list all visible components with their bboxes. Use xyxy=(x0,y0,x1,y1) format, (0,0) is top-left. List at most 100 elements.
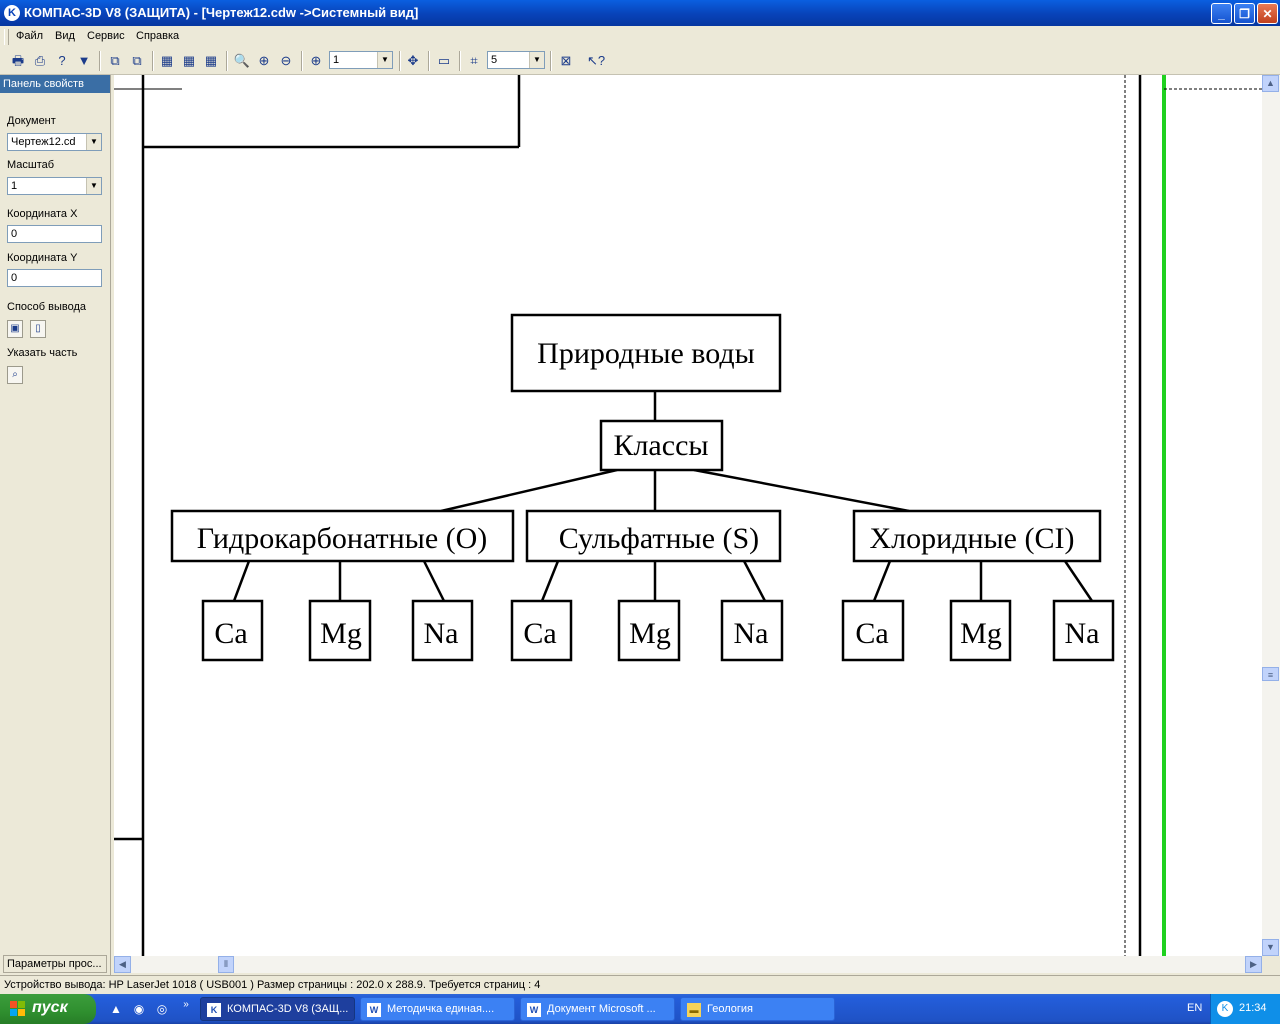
quicklaunch-media-icon[interactable]: ◎ xyxy=(156,1002,168,1016)
toolbar-separator xyxy=(152,51,154,71)
zoom-scale-icon[interactable]: ⊕ xyxy=(310,53,322,68)
scroll-down-button[interactable]: ▼ xyxy=(1262,939,1279,956)
grid-layout-3-icon[interactable]: ▦ xyxy=(204,53,218,68)
output-fit-icon[interactable]: ▣ xyxy=(7,320,23,338)
scale-label: Масштаб xyxy=(7,159,55,171)
exit-preview-icon[interactable]: ⊠ xyxy=(560,53,572,68)
toolbar-separator xyxy=(459,51,461,71)
document-select[interactable]: Чертеж12.cd ▼ xyxy=(7,133,102,151)
leaf-node: Ca xyxy=(201,599,264,662)
scrollbar-corner xyxy=(1262,956,1280,973)
x-coordinate-value: 0 xyxy=(11,228,18,240)
x-coordinate-field[interactable]: 0 xyxy=(7,225,102,243)
toolbar-separator xyxy=(428,51,430,71)
group-label: Хлоридные (CI) xyxy=(870,522,1075,555)
leaf-node: Ca xyxy=(841,599,905,662)
x-coordinate-label: Координата X xyxy=(7,208,78,220)
status-bar: Устройство вывода: HP LaserJet 1018 ( US… xyxy=(0,975,1280,995)
restore-button[interactable]: ❐ xyxy=(1234,3,1255,24)
help-page-icon[interactable]: ? xyxy=(58,53,66,68)
chevron-down-icon[interactable]: ▼ xyxy=(529,52,544,68)
zoom-out-icon[interactable]: ⊖ xyxy=(280,53,292,68)
sheet-icon[interactable]: ▭ xyxy=(437,53,451,68)
root-node-label: Природные воды xyxy=(537,337,755,370)
chevron-down-icon[interactable]: ▼ xyxy=(86,178,101,194)
scroll-right-button[interactable]: ▶ xyxy=(1245,956,1262,973)
task-kompas[interactable]: K КОМПАС-3D V8 (ЗАЩ... xyxy=(200,997,355,1021)
leaf-label: Na xyxy=(734,617,769,650)
quicklaunch-more-icon[interactable]: » xyxy=(183,999,189,1010)
close-button[interactable]: ✕ xyxy=(1257,3,1278,24)
y-coordinate-label: Координата Y xyxy=(7,252,78,264)
paste-sheets-icon[interactable]: ⧉ xyxy=(132,53,142,68)
scroll-left-button[interactable]: ◀ xyxy=(114,956,131,973)
output-page-icon[interactable]: ▯ xyxy=(30,320,46,338)
leaf-node: Na xyxy=(720,599,784,662)
start-button[interactable]: пуск xyxy=(0,994,96,1024)
kompas-task-icon: K xyxy=(207,1003,221,1017)
menu-view[interactable]: Вид xyxy=(55,30,75,42)
task-label: Геология xyxy=(707,1003,753,1015)
leaf-label: Mg xyxy=(629,617,671,650)
menu-grip xyxy=(4,29,9,45)
print-icon[interactable]: 🖶 xyxy=(11,53,25,68)
menu-help[interactable]: Справка xyxy=(136,30,180,42)
drawing-canvas[interactable]: Природные воды Классы Гидрокарбонатные (… xyxy=(114,75,1262,956)
group-node-bicarbonate: Гидрокарбонатные (О) xyxy=(170,509,515,563)
classes-node: Классы xyxy=(599,419,724,472)
word-icon: W xyxy=(527,1003,541,1017)
leaf-node: Ca xyxy=(510,599,573,662)
minimize-button[interactable]: _ xyxy=(1211,3,1232,24)
vertical-scroll-thumb[interactable]: ≡ xyxy=(1262,667,1279,681)
menu-service[interactable]: Сервис xyxy=(87,30,125,42)
connector xyxy=(440,468,618,513)
task-word-doc-2[interactable]: W Документ Microsoft ... xyxy=(520,997,675,1021)
task-folder[interactable]: ▬ Геология xyxy=(680,997,835,1021)
scale-select[interactable]: 1 ▼ xyxy=(7,177,102,195)
language-indicator[interactable]: EN xyxy=(1187,1002,1203,1014)
print-preview-icon[interactable]: ⎙ xyxy=(34,53,46,68)
kompas-app-icon[interactable]: K xyxy=(4,5,20,21)
scale-combo[interactable]: 1 ▼ xyxy=(329,51,393,69)
pan-icon[interactable]: ✥ xyxy=(407,53,419,68)
status-text: Устройство вывода: HP LaserJet 1018 ( US… xyxy=(4,979,541,991)
chevron-down-icon[interactable]: ▼ xyxy=(86,134,101,150)
grid-layout-2-icon[interactable]: ▦ xyxy=(182,53,196,68)
leaf-node: Mg xyxy=(308,599,372,662)
filter-icon[interactable]: ▼ xyxy=(77,53,91,68)
connector xyxy=(742,560,767,602)
copy-sheets-icon[interactable]: ⧉ xyxy=(110,53,120,68)
step-combo-value: 5 xyxy=(491,54,498,66)
horizontal-scrollbar[interactable]: ◀ ⦀ ▶ xyxy=(114,956,1262,973)
window-title: КОМПАС-3D V8 (ЗАЩИТА) - [Чертеж12.cdw ->… xyxy=(24,5,419,20)
scroll-up-button[interactable]: ▲ xyxy=(1262,75,1279,92)
y-coordinate-field[interactable]: 0 xyxy=(7,269,102,287)
zoom-in-icon[interactable]: ⊕ xyxy=(258,53,270,68)
leaf-label: Ca xyxy=(855,617,888,650)
clock: 21:34 xyxy=(1239,1002,1267,1014)
leaf-label: Na xyxy=(424,617,459,650)
group-label: Гидрокарбонатные (О) xyxy=(197,522,488,555)
leaf-node: Na xyxy=(1052,599,1115,662)
connector xyxy=(693,468,910,513)
quicklaunch-browser-icon[interactable]: ◉ xyxy=(133,1002,145,1016)
context-help-icon[interactable]: ↖? xyxy=(586,53,606,68)
quicklaunch-icon[interactable]: ▲ xyxy=(110,1002,122,1016)
tray-app-icon[interactable]: K xyxy=(1217,1001,1233,1017)
select-part-icon[interactable]: ⌕ xyxy=(7,366,23,384)
chevron-down-icon[interactable]: ▼ xyxy=(377,52,392,68)
task-word-doc-1[interactable]: W Методичка единая.... xyxy=(360,997,515,1021)
snap-icon[interactable]: ⌗ xyxy=(470,53,478,68)
zoom-icon[interactable]: 🔍 xyxy=(233,53,251,68)
menu-file[interactable]: Файл xyxy=(16,30,44,42)
document-select-value: Чертеж12.cd xyxy=(11,136,76,148)
horizontal-scroll-thumb[interactable]: ⦀ xyxy=(218,956,234,973)
toolbar-separator xyxy=(399,51,401,71)
connector xyxy=(232,560,251,602)
menu-bar: Файл Вид Сервис Справка xyxy=(0,26,1280,49)
vertical-scrollbar[interactable]: ▲ ≡ ▼ xyxy=(1262,75,1280,956)
grid-layout-icon[interactable]: ▦ xyxy=(160,53,174,68)
panel-params-tab[interactable]: Параметры прос... xyxy=(3,955,107,973)
step-combo[interactable]: 5 ▼ xyxy=(487,51,545,69)
leaf-label: Na xyxy=(1065,617,1100,650)
